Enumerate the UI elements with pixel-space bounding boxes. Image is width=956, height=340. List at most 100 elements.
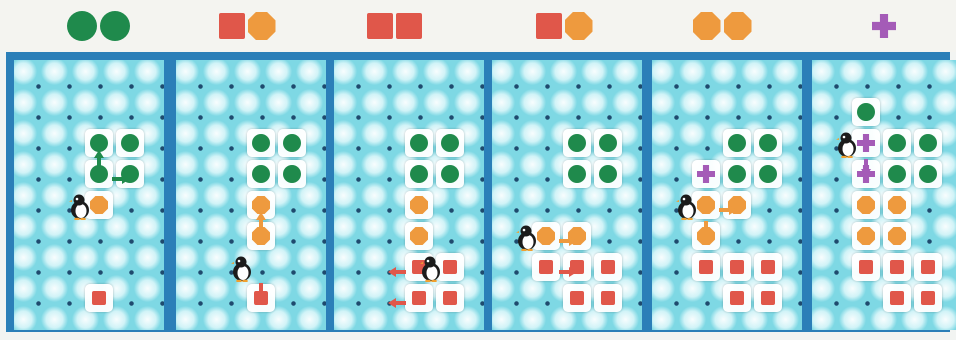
board-tile (563, 129, 591, 157)
orange-octagon-token (857, 196, 875, 214)
board-tile (436, 160, 464, 188)
orange-octagon-token (248, 12, 276, 40)
goal-group-6 (844, 8, 924, 44)
green-circle-token (728, 165, 746, 183)
arrow-left-icon (388, 262, 406, 281)
board-tile (883, 191, 911, 219)
penguin-icon (69, 194, 91, 220)
green-circle-token (919, 134, 937, 152)
green-circle-token (888, 134, 906, 152)
red-square-token (890, 291, 904, 305)
board-tile (723, 160, 751, 188)
green-circle-token (759, 134, 777, 152)
green-circle-token (410, 134, 428, 152)
board-tile (405, 222, 433, 250)
green-circle-token (568, 165, 586, 183)
puzzle-panel-2 (176, 60, 326, 330)
goal-group-4 (524, 8, 604, 44)
orange-octagon-token (697, 196, 715, 214)
red-square-token (890, 260, 904, 274)
red-square-token (730, 260, 744, 274)
board-tile (723, 253, 751, 281)
arrow-up-icon (90, 149, 108, 168)
purple-cross-token (857, 134, 875, 152)
green-circle-token (252, 134, 270, 152)
orange-octagon-token (410, 196, 428, 214)
board-tile (883, 284, 911, 312)
orange-octagon-token (857, 227, 875, 245)
board-tile (852, 222, 880, 250)
red-square-token (601, 260, 615, 274)
board-tile (278, 160, 306, 188)
goal-group-2 (207, 8, 287, 44)
green-circle-token (121, 134, 139, 152)
penguin-icon (836, 132, 858, 158)
board-tile (754, 129, 782, 157)
board-tile (692, 253, 720, 281)
arrow-right-icon (559, 231, 577, 250)
red-square-token (859, 260, 873, 274)
board-tile (405, 284, 433, 312)
green-circle-token (599, 165, 617, 183)
board-tile (852, 191, 880, 219)
orange-octagon-token (888, 196, 906, 214)
board-tile (754, 284, 782, 312)
arrow-up-icon (252, 211, 270, 230)
board-tile (116, 129, 144, 157)
board-tile (405, 129, 433, 157)
red-square-token (761, 260, 775, 274)
board-tile (594, 129, 622, 157)
arrow-down-icon (252, 282, 270, 301)
green-circle-token (857, 103, 875, 121)
green-circle-token (568, 134, 586, 152)
board-tile (563, 160, 591, 188)
arrow-right-icon (719, 200, 737, 219)
purple-cross-token (872, 14, 896, 38)
red-square-token (536, 13, 562, 39)
green-circle-token (441, 165, 459, 183)
puzzle-panel-4 (492, 60, 642, 330)
orange-octagon-token (537, 227, 555, 245)
board-tile (883, 129, 911, 157)
board-tile (914, 253, 942, 281)
penguin-icon (516, 225, 538, 251)
board-tile (247, 129, 275, 157)
penguin-icon (676, 194, 698, 220)
arrow-down-icon (697, 220, 715, 239)
green-circle-token (599, 134, 617, 152)
green-circle-token (283, 134, 301, 152)
board-tile (883, 160, 911, 188)
orange-octagon-token (565, 12, 593, 40)
board-tile (754, 160, 782, 188)
board-tile (405, 191, 433, 219)
board-tile (594, 160, 622, 188)
green-circle-token (252, 165, 270, 183)
board-tile (852, 253, 880, 281)
board-tile (594, 253, 622, 281)
board-tile (883, 222, 911, 250)
red-square-token (443, 291, 457, 305)
board-tile (914, 160, 942, 188)
red-square-token (921, 291, 935, 305)
penguin-icon (420, 256, 442, 282)
green-circle-token (67, 11, 97, 41)
red-square-token (699, 260, 713, 274)
puzzle-panel-5 (652, 60, 802, 330)
board-tile (436, 284, 464, 312)
goal-group-1 (58, 8, 138, 44)
board-tile (405, 160, 433, 188)
board-tile (723, 284, 751, 312)
red-square-token (761, 291, 775, 305)
red-square-token (730, 291, 744, 305)
arrow-right-icon (559, 262, 577, 281)
penguin-icon (231, 256, 253, 282)
board-tile (247, 160, 275, 188)
board-tile (723, 129, 751, 157)
board-tile (883, 253, 911, 281)
red-square-token (601, 291, 615, 305)
board-tile (278, 129, 306, 157)
puzzle-panel-3 (334, 60, 484, 330)
board-tile (594, 284, 622, 312)
board-tile (692, 160, 720, 188)
green-circle-token (100, 11, 130, 41)
